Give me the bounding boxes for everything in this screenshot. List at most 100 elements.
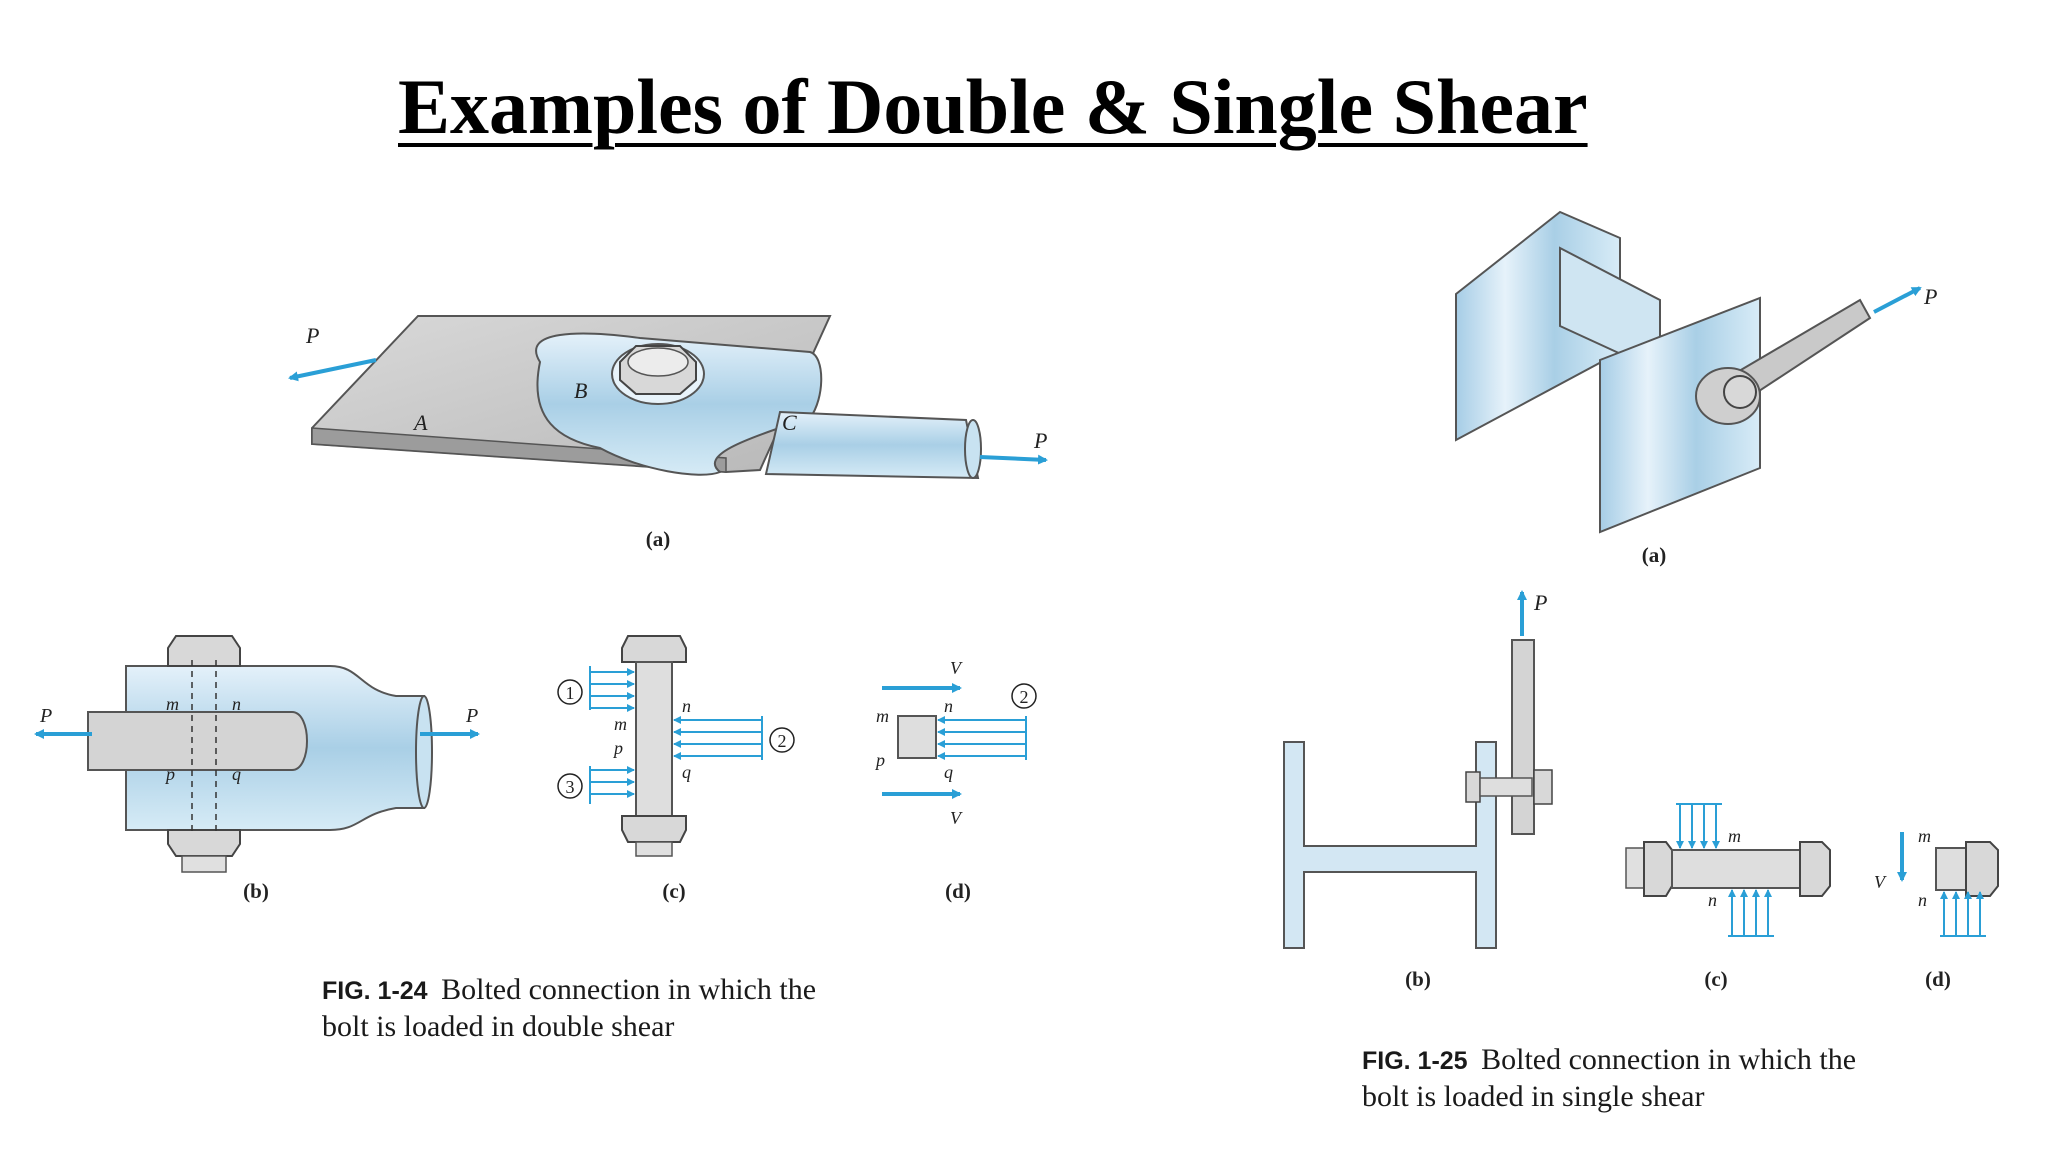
marker-1 (557, 679, 583, 705)
label-q: q (682, 762, 691, 782)
bolt-element (897, 715, 937, 759)
fig25-caption: FIG. 1-25 Bolted connection in which the… (1362, 1042, 1856, 1115)
load-p-left (288, 358, 377, 382)
thread (181, 855, 227, 873)
load-block-3 (589, 766, 635, 804)
label-v: V (950, 808, 963, 828)
plate-a (87, 711, 308, 771)
label-p: p (612, 738, 623, 758)
load-up (1728, 889, 1774, 937)
marker-2 (769, 727, 795, 753)
fig25d-shear-element: V m n (d) (1874, 826, 1999, 991)
label-m: m (1918, 826, 1931, 846)
label-p: P (465, 705, 478, 727)
bolt-head (621, 635, 687, 663)
label-n: n (1708, 890, 1717, 910)
marker-2 (1011, 683, 1037, 709)
marker-2-label: 2 (1020, 687, 1029, 707)
label-a: A (412, 410, 428, 435)
bolt-head (167, 635, 241, 667)
marker-2-label: 2 (778, 731, 787, 751)
clevis-c (535, 332, 823, 476)
marker-1-label: 1 (566, 683, 575, 703)
fig24d-shear-element: 2 V V m n p q (d) (874, 658, 1037, 903)
bolt-head (1965, 841, 1999, 897)
fig25c-bolt-fbd: m n (c) (1625, 803, 1831, 991)
label-m: m (1728, 826, 1741, 846)
label-m: m (614, 714, 627, 734)
nut (1533, 769, 1553, 805)
label-q: q (944, 762, 953, 782)
load-p (1873, 286, 1922, 314)
marker-3-label: 3 (566, 777, 575, 797)
fig25b-side-view: P (b) (1283, 590, 1553, 991)
load-up (1940, 891, 1986, 937)
bolt-shank (635, 661, 673, 817)
fig24-number: FIG. 1-24 (322, 977, 428, 1005)
subcaption-c: (c) (1704, 967, 1727, 991)
load-block-2 (673, 716, 763, 760)
bolt-element (1935, 847, 1967, 891)
fig24-caption: FIG. 1-24 Bolted connection in which the… (322, 972, 816, 1045)
shank-end (964, 419, 982, 479)
fig24-caption-line2: bolt is loaded in double shear (322, 1010, 675, 1043)
subcaption-a: (a) (1642, 543, 1667, 567)
bolt-shank (1671, 849, 1801, 889)
label-b: B (574, 378, 587, 403)
label-c: C (782, 410, 797, 435)
label-p: P (39, 705, 52, 727)
label-p: P (1533, 590, 1547, 615)
fig25-caption-line1: Bolted connection in which the (1481, 1043, 1857, 1076)
thread (1625, 847, 1645, 889)
nut (167, 829, 241, 857)
beam-flange-front (1599, 296, 1761, 534)
i-beam (1283, 741, 1497, 949)
label-p: p (164, 764, 175, 784)
flat-bar (1511, 639, 1535, 835)
marker-3 (557, 773, 583, 799)
subcaption-d: (d) (945, 879, 971, 903)
load-p-right (979, 454, 1048, 465)
subcaption-d: (d) (1925, 967, 1951, 991)
bolt-head (1799, 841, 1831, 897)
fig24c-bolt-fbd: 1 2 3 m n p q (c) (557, 635, 795, 903)
label-q: q (232, 764, 241, 784)
fig25a-beam-assembly: P (a) (1455, 210, 1937, 567)
fig24a-clevis-assembly: P P A B C (a) (288, 315, 1048, 551)
label-p: p (874, 750, 885, 770)
fig24b-section-view: P P m n p q (b) (34, 635, 480, 903)
load-block-1 (589, 666, 635, 712)
label-p: P (1033, 428, 1047, 453)
label-n: n (944, 696, 953, 716)
subcaption-c: (c) (662, 879, 685, 903)
bolt-shank (1479, 777, 1533, 797)
rod-end (415, 695, 433, 809)
plate-edge (311, 427, 727, 473)
load-down (1676, 803, 1722, 849)
thread (635, 841, 673, 857)
bolt-head (1465, 771, 1481, 803)
clevis-shank (764, 410, 980, 480)
subcaption-a: (a) (646, 527, 671, 551)
label-n: n (1918, 890, 1927, 910)
bolt-head (1723, 375, 1757, 409)
label-m: m (166, 694, 179, 714)
label-n: n (682, 696, 691, 716)
subcaption-b: (b) (243, 879, 269, 903)
nut (621, 815, 687, 843)
label-v: V (1874, 872, 1887, 892)
fig25-number: FIG. 1-25 (1362, 1047, 1468, 1075)
nut (1643, 841, 1673, 897)
label-n: n (232, 694, 241, 714)
page-title: Examples of Double & Single Shear (398, 63, 1588, 150)
label-p: P (1923, 284, 1937, 309)
fig24-caption-line1: Bolted connection in which the (441, 973, 817, 1006)
fig25-caption-line2: bolt is loaded in single shear (1362, 1080, 1705, 1113)
subcaption-b: (b) (1405, 967, 1431, 991)
bolt-head-top (627, 347, 689, 377)
label-p: P (305, 323, 319, 348)
label-v: V (950, 658, 963, 678)
load-block-2 (937, 716, 1027, 760)
label-m: m (876, 706, 889, 726)
